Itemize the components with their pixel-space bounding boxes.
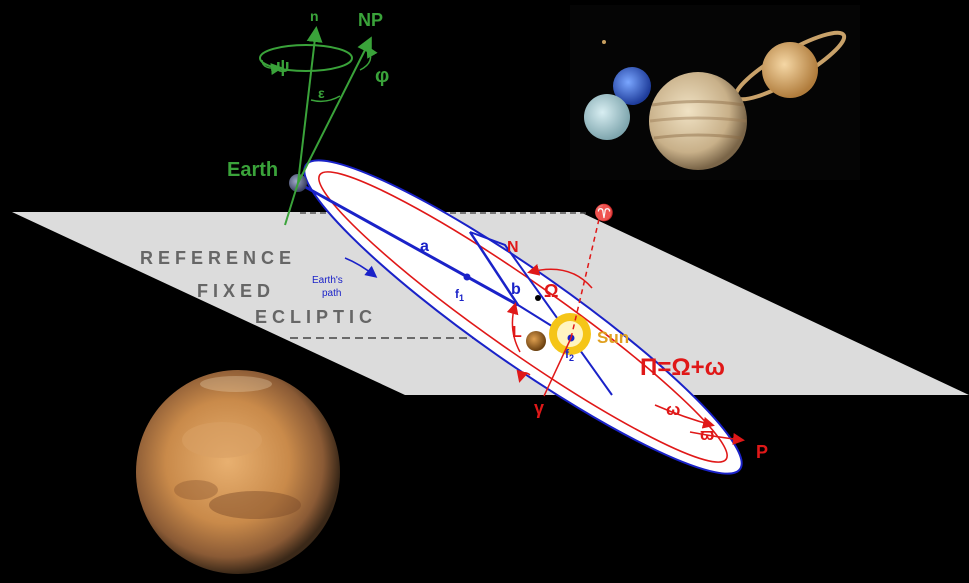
focus-1 <box>463 273 471 281</box>
aries-direction-line <box>570 214 601 339</box>
precession-loop <box>259 44 353 72</box>
jupiter <box>649 72 747 170</box>
earth-axes <box>259 26 378 226</box>
label-gamma: γ <box>534 398 544 418</box>
psi-arrow <box>261 59 283 75</box>
plane-label-reference: REFERENCE <box>140 248 296 268</box>
label-formula: Π=Ω+ω <box>640 354 725 381</box>
label-n: n <box>310 8 319 24</box>
omega-cap-arc <box>527 263 593 289</box>
omega-small-arc <box>654 404 715 429</box>
jupiter-bands <box>649 100 747 140</box>
node-dot <box>535 295 541 301</box>
earths-path-arrow <box>344 257 378 278</box>
ecliptic-normal-line <box>297 26 323 184</box>
sun-core <box>557 321 583 347</box>
epsilon-arc <box>310 95 341 103</box>
axis-extension <box>284 182 299 226</box>
label-omega-cap: Ω <box>544 281 558 301</box>
gamma-arc <box>516 369 531 383</box>
planet-l <box>526 331 546 351</box>
neptune <box>613 67 651 105</box>
label-psi: ψ <box>276 56 290 76</box>
plane-label-fixed: FIXED <box>197 281 275 301</box>
label-earths-path-1: Earth's <box>312 275 343 286</box>
phi-arrow <box>359 45 378 71</box>
north-pole-line <box>297 36 372 184</box>
label-earth: Earth <box>227 159 278 181</box>
label-b: b <box>511 281 521 298</box>
plane-label-ecliptic: ECLIPTIC <box>255 307 377 327</box>
uranus <box>584 94 630 140</box>
label-p: P <box>756 442 768 462</box>
label-f1: f1 <box>455 287 464 303</box>
label-f2: f2 <box>565 347 574 363</box>
label-sun: Sun <box>597 328 629 347</box>
label-omega-small: ω <box>666 400 680 419</box>
outer-planets-image <box>570 5 860 180</box>
label-aries: ♈ <box>594 203 614 222</box>
mars-image <box>136 370 340 574</box>
label-phi: φ <box>375 65 389 87</box>
label-n-node: N <box>507 239 519 256</box>
label-epsilon: ε <box>318 85 325 101</box>
semi-minor-axis <box>468 231 520 306</box>
label-a: a <box>420 238 429 255</box>
label-l: L <box>512 324 522 341</box>
varpi-arc <box>689 431 745 445</box>
gamma-direction-line <box>543 337 572 397</box>
saturn <box>762 42 818 98</box>
orbit-ellipse <box>303 159 743 475</box>
inner-red-orbit <box>318 171 728 463</box>
label-np: NP <box>358 10 383 30</box>
semi-major-axis <box>299 182 519 307</box>
l-arc <box>506 302 521 353</box>
label-earths-path-2: path <box>322 288 341 299</box>
label-varpi: ϖ <box>700 425 714 444</box>
